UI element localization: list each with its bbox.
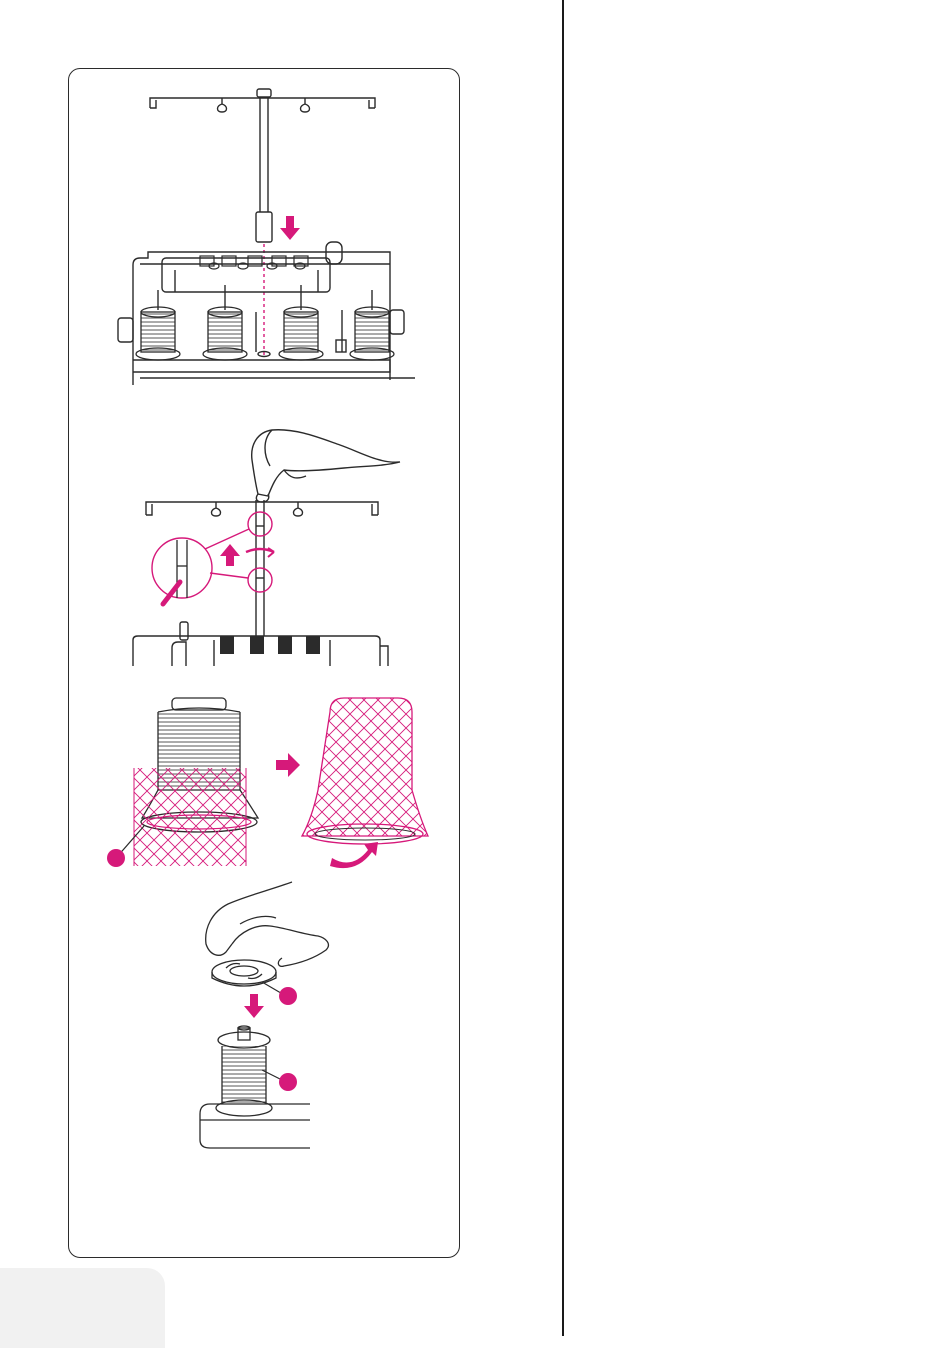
spool-thread [222,1046,266,1104]
spool-cap-illustration [200,882,328,1148]
callout-dot [107,849,125,867]
arrow-down-icon [244,994,264,1018]
tension-dial-icon [220,636,320,654]
fold-arrow-icon [330,842,378,868]
spool-net-illustration [107,698,428,868]
callout-dot [279,987,297,1005]
arrow-up-icon [220,544,240,566]
arrow-right-icon [276,753,300,777]
zoom-detail [177,540,187,598]
thread-stand-extend-illustration [133,430,400,666]
arrow-down-icon [280,216,300,240]
zoom-callout [152,512,272,598]
callout-dot [279,1073,297,1091]
